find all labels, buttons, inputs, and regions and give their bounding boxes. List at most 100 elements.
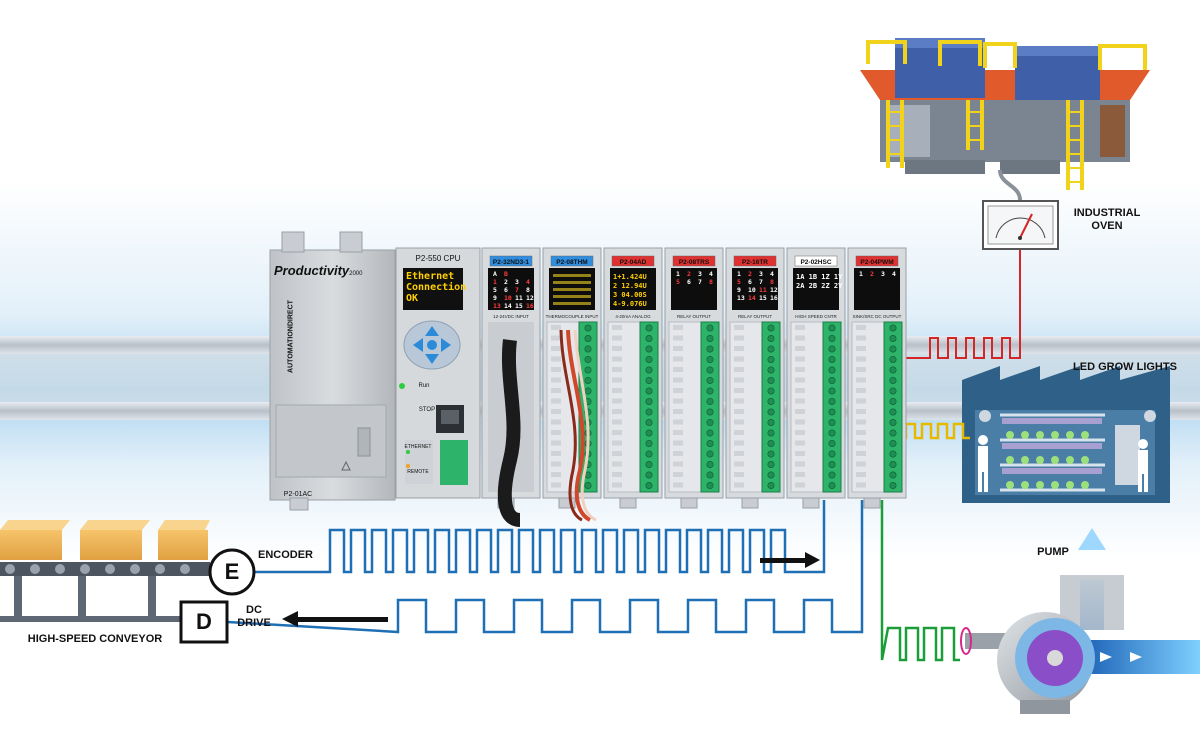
module-sublabel: HIGH SPEED CNTR bbox=[795, 314, 837, 319]
cables bbox=[497, 329, 597, 527]
module-display-cell: 3 bbox=[698, 270, 702, 278]
productivity-brand: Productivity2000 bbox=[274, 264, 384, 281]
module-model-label: P2-16TR bbox=[742, 259, 768, 266]
box-3 bbox=[158, 520, 210, 560]
high-speed-conveyor-label: HIGH-SPEED CONVEYOR bbox=[27, 633, 163, 645]
module-display-line: 2 12.94U bbox=[613, 282, 647, 290]
arrow-left-icon bbox=[282, 611, 388, 627]
module-display-cell: B bbox=[504, 270, 508, 278]
led-grow-lights-label: LED GROW LIGHTS bbox=[1073, 361, 1177, 373]
encoder-symbol-letter: E bbox=[224, 559, 240, 584]
module-display-cell: 13 bbox=[493, 302, 501, 310]
module-display-cell: 8 bbox=[709, 278, 713, 286]
module-display-cell: 14 bbox=[748, 294, 756, 302]
cpu-stop-label: STOP bbox=[418, 407, 436, 413]
module-display-cell: 7 bbox=[698, 278, 702, 286]
module-model-label: P2-02HSC bbox=[800, 259, 831, 266]
cpu-display-line-1: Ethernet bbox=[406, 271, 455, 282]
module-display-cell: 2 bbox=[504, 278, 508, 286]
module-display-cell: 4 bbox=[526, 278, 530, 286]
module-display-cell: 3 bbox=[759, 270, 763, 278]
module-display-line: 1A 1B 1Z 1Y bbox=[796, 273, 843, 281]
gauge-icon bbox=[982, 200, 1059, 250]
module-display-cell: 4 bbox=[770, 270, 774, 278]
drive-symbol-letter: D bbox=[196, 609, 212, 634]
module-sublabel: RELAY OUTPUT bbox=[677, 314, 711, 319]
cpu-model-label: P2-550 CPU bbox=[415, 254, 461, 263]
module-display-cell: 9 bbox=[493, 294, 497, 302]
module-display-cell: 6 bbox=[748, 278, 752, 286]
module-display-cell: 15 bbox=[515, 302, 523, 310]
encoder-signal bbox=[254, 500, 826, 574]
module-display-cell: 4 bbox=[892, 270, 896, 278]
module-display-cell: 1 bbox=[737, 270, 741, 278]
drive-signal bbox=[227, 500, 864, 634]
brand-suffix: 2000 bbox=[349, 271, 363, 277]
module-display-cell: 12 bbox=[770, 286, 778, 294]
module-model-label: P2-32ND3-1 bbox=[493, 259, 530, 266]
module-display-cell: 6 bbox=[687, 278, 691, 286]
industrial-oven-label: INDUSTRIAL OVEN bbox=[1073, 207, 1141, 232]
cpu-port-label-2: REMOTE bbox=[407, 469, 429, 475]
box-2 bbox=[80, 520, 150, 560]
cpu-display: Ethernet Connection OK bbox=[406, 271, 467, 304]
module-display-cell: 14 bbox=[504, 302, 512, 310]
module-sublabel: 4-20mA ANALOG bbox=[615, 314, 651, 319]
module-display-cell: 3 bbox=[881, 270, 885, 278]
module-display-cell: 6 bbox=[504, 286, 508, 294]
module-display-cell: 3 bbox=[515, 278, 519, 286]
encoder-symbol-icon bbox=[208, 548, 256, 596]
module-display-cell: 2 bbox=[687, 270, 691, 278]
module-sublabel: 12-24VDC INPUT bbox=[493, 314, 529, 319]
grow-signal bbox=[900, 422, 970, 440]
box-1 bbox=[0, 520, 70, 560]
cpu-display-line-2: Connection bbox=[406, 282, 467, 293]
brand-name: Productivity bbox=[274, 263, 350, 278]
oven-signal bbox=[905, 250, 1021, 359]
module-sublabel: THERMOCOUPLE INPUT bbox=[546, 314, 599, 319]
module-display-cell: 16 bbox=[770, 294, 778, 302]
module-display-cell: 11 bbox=[759, 286, 767, 294]
module-display-cell: 9 bbox=[737, 286, 741, 294]
module-model-label: P2-04PWM bbox=[860, 259, 893, 266]
cpu-port-label-1: ETHERNET bbox=[404, 444, 432, 450]
module-display-cell: 10 bbox=[504, 294, 512, 302]
drive-symbol-icon bbox=[179, 600, 229, 644]
cpu-run-label: Run bbox=[418, 383, 430, 389]
module-display-cell: 1 bbox=[676, 270, 680, 278]
power-supply bbox=[269, 231, 396, 511]
module-display-cell: 5 bbox=[676, 278, 680, 286]
module-display-cell: A bbox=[493, 270, 497, 278]
ps-model-label: P2-01AC bbox=[283, 491, 313, 498]
module-display-cell: 15 bbox=[759, 294, 767, 302]
module-display-cell: 1 bbox=[859, 270, 863, 278]
arrow-right-icon bbox=[760, 552, 820, 568]
oven-icon bbox=[860, 38, 1150, 201]
module-display-line: 2A 2B 2Z 2Y bbox=[796, 282, 843, 290]
encoder-label: ENCODER bbox=[258, 549, 314, 561]
module-display-cell: 1 bbox=[493, 278, 497, 286]
module-model-label: P2-08THM bbox=[556, 259, 587, 266]
module-display-cell: 10 bbox=[748, 286, 756, 294]
pump-label: PUMP bbox=[1037, 546, 1069, 558]
module-model-label: P2-08TRS bbox=[679, 259, 710, 266]
module-display-cell: 2 bbox=[748, 270, 752, 278]
module-display-cell: 11 bbox=[515, 294, 523, 302]
module-display-line: 4-9.076U bbox=[613, 300, 647, 308]
module-display-cell: 8 bbox=[526, 286, 530, 294]
pump-icon bbox=[960, 528, 1200, 714]
module-display-cell: 5 bbox=[737, 278, 741, 286]
module-display-cell: 7 bbox=[515, 286, 519, 294]
module-display-cell: 13 bbox=[737, 294, 745, 302]
cpu-module bbox=[395, 247, 481, 499]
dc-drive-label: DC DRIVE bbox=[237, 604, 271, 629]
module-display-cell: 4 bbox=[709, 270, 713, 278]
module-display-cell: 16 bbox=[526, 302, 534, 310]
module-display-cell: 2 bbox=[870, 270, 874, 278]
